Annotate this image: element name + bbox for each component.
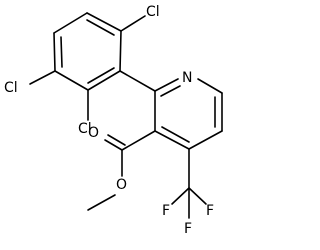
bond (87, 70, 121, 91)
bond (197, 78, 223, 94)
atom-label-cl: Cl (146, 4, 160, 20)
atom-label-f: F (184, 221, 192, 237)
bond (188, 130, 223, 150)
bond (120, 15, 146, 32)
bond-double-inner (160, 85, 181, 97)
bond (53, 32, 56, 72)
bond-double-inner (60, 36, 63, 68)
atom-label-f: F (162, 203, 170, 219)
bond (154, 130, 190, 150)
atom-label-f: F (206, 203, 214, 219)
bond (29, 70, 56, 85)
bond (87, 194, 116, 211)
bond-double (104, 139, 123, 151)
bond (188, 187, 207, 205)
bond (154, 78, 179, 92)
structure-canvas: Cl Cl Cl N O O F F F (4, 4, 223, 237)
atom-label-o-ester: O (116, 177, 127, 193)
bond (119, 70, 156, 92)
bond-double-inner (87, 67, 115, 84)
bond (119, 30, 122, 72)
bond (54, 70, 89, 91)
bond-layer (29, 12, 223, 219)
bond-double-inner (86, 19, 115, 36)
chemical-structure-diagram: Cl Cl Cl N O O F F F (4, 4, 223, 237)
bond-double-inner (161, 126, 190, 143)
bond (53, 12, 88, 34)
atom-label-n: N (182, 70, 192, 86)
atom-label-o-carbonyl: O (88, 125, 99, 141)
atom-label-cl: Cl (78, 121, 92, 137)
bond (171, 187, 190, 205)
bond (121, 130, 156, 151)
atom-label-cl: Cl (4, 80, 18, 96)
bond-double (107, 134, 126, 146)
bond (86, 12, 122, 32)
